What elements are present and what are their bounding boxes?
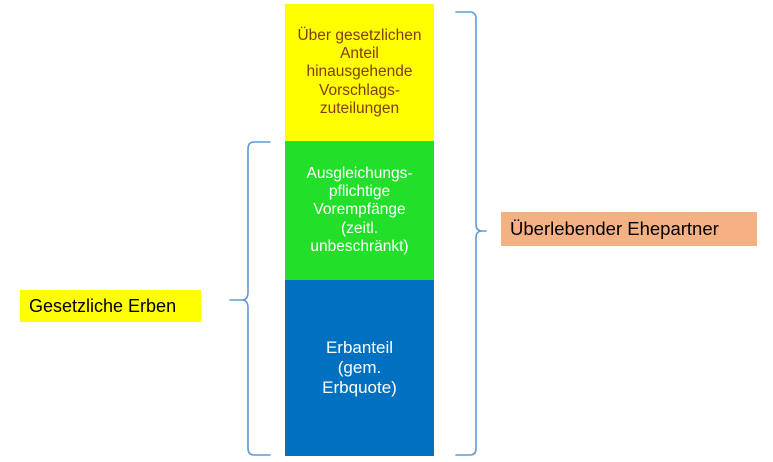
label-gesetzliche-erben: Gesetzliche Erben	[20, 290, 201, 322]
left-curly-bracket-icon	[229, 141, 271, 456]
right-curly-bracket-icon	[455, 11, 487, 456]
label-ueberlebender-ehepartner: Überlebender Ehepartner	[501, 212, 757, 246]
block-vorempfaenge: Ausgleichungs- pflichtige Vorempfänge (z…	[285, 141, 434, 280]
block-erbanteil: Erbanteil (gem. Erbquote)	[285, 280, 434, 456]
block-vorschlagszuteilungen: Über gesetzlichen Anteil hinausgehende V…	[285, 4, 434, 141]
